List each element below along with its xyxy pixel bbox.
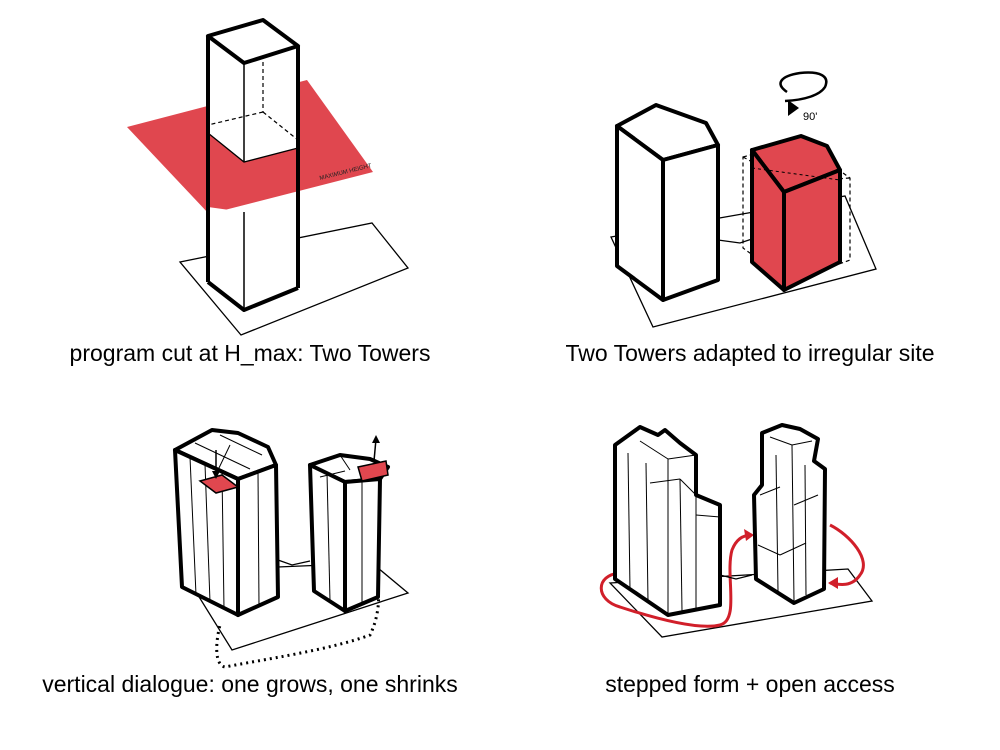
diagram-vertical-dialogue — [173, 428, 410, 669]
up-arrow — [372, 435, 380, 443]
tower-upper-left-face — [208, 36, 244, 162]
access-path — [599, 523, 865, 628]
caption-program-cut: program cut at H_max: Two Towers — [69, 340, 431, 366]
left-tower-right-face — [661, 143, 720, 302]
shrink-cell — [198, 474, 240, 494]
caption-vertical-dialogue: vertical dialogue: one grows, one shrink… — [42, 671, 458, 697]
panel-stepped-form: stepped form + open access — [500, 375, 1000, 750]
left-tower-right-face — [236, 463, 280, 617]
rotation-arrow — [779, 71, 828, 103]
right-stepped-tower — [752, 423, 827, 605]
caption-irregular-site: Two Towers adapted to irregular site — [565, 340, 935, 366]
access-arrow-2 — [828, 577, 838, 589]
diagram-two-towers: 90' — [610, 71, 877, 328]
rotated-tower-right-face — [782, 168, 842, 292]
diagram-stepped-form — [599, 423, 874, 638]
grow-cell — [357, 460, 389, 482]
down-arrow — [212, 471, 220, 479]
panel-vertical-dialogue: vertical dialogue: one grows, one shrink… — [0, 375, 500, 750]
tower-upper-right-face — [244, 46, 298, 162]
site-outline — [181, 562, 410, 651]
access-arrow-1 — [744, 529, 754, 541]
site-outline — [178, 222, 410, 336]
left-tower-left-face — [173, 448, 240, 617]
diagram-single-tower-cut: MAXIMUM HEIGHT — [127, 18, 410, 336]
rotation-label: 90' — [803, 111, 817, 123]
panel-program-cut: MAXIMUM HEIGHT program cut at H_max: Two… — [0, 0, 500, 375]
panel-irregular-site: 90' Two Towers adapted to irregular site — [500, 0, 1000, 375]
caption-stepped-form: stepped form + open access — [605, 671, 895, 697]
